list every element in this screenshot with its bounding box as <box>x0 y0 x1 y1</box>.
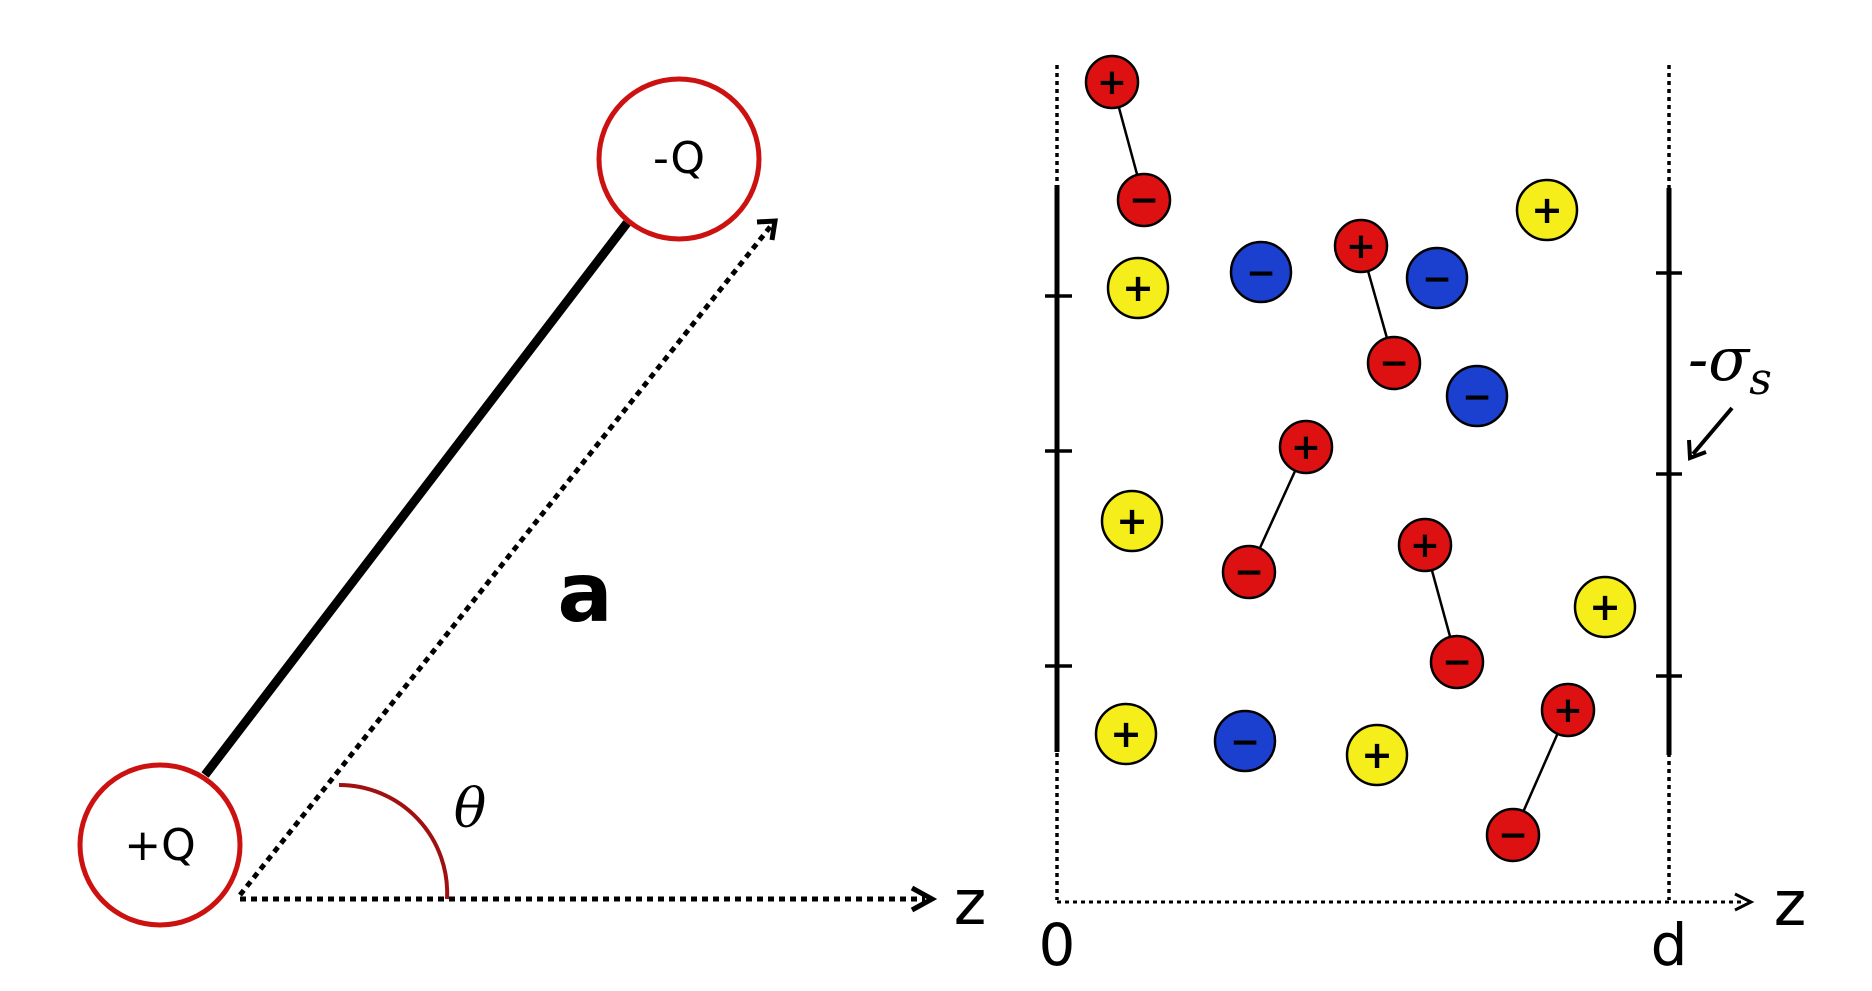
dipole-z-axis-label: z <box>954 866 987 939</box>
cation <box>1515 178 1579 242</box>
minus-sign: − <box>1234 552 1264 593</box>
surface-charge-arrowhead <box>1687 439 1707 461</box>
dipole-positive-end <box>1278 419 1334 475</box>
negative-charge-ring <box>596 76 762 242</box>
plus-sign: + <box>1410 525 1440 566</box>
plus-sign: + <box>1346 226 1376 267</box>
dipole-positive-end <box>1540 682 1596 738</box>
plus-sign: + <box>1110 712 1142 756</box>
dipole-panel: -Q +Q a θ z <box>77 76 987 939</box>
plus-sign: + <box>1097 62 1127 103</box>
plus-sign: + <box>1116 499 1148 543</box>
anion <box>1445 364 1509 428</box>
positive-charge-label: +Q <box>124 820 196 871</box>
svg-text:-σs: -σs <box>1688 325 1772 405</box>
angle-arc <box>338 782 450 900</box>
cation <box>1345 723 1409 787</box>
slab-z-axis-arrowhead <box>1734 892 1755 912</box>
slab-panel: z 0 d -σs <box>1039 54 1807 979</box>
dipole-negative-end <box>1485 807 1541 863</box>
minus-sign: − <box>1498 815 1528 856</box>
dipole-positive-end <box>1397 517 1453 573</box>
surface-charge-label: -σs <box>1688 325 1772 405</box>
dipole-positive-end <box>1084 54 1140 110</box>
plus-sign: + <box>1361 733 1393 777</box>
anion <box>1229 240 1293 304</box>
minus-sign: − <box>1422 259 1452 300</box>
negative-charge-label: -Q <box>653 133 705 184</box>
minus-sign: − <box>1129 180 1159 221</box>
dipole-length-label: a <box>557 546 612 641</box>
minus-sign: − <box>1246 253 1276 294</box>
slab-left-position-label: 0 <box>1039 911 1076 979</box>
angle-label: θ <box>454 777 487 840</box>
minus-sign: − <box>1462 377 1492 418</box>
plus-sign: + <box>1531 188 1563 232</box>
cation <box>1100 489 1164 553</box>
anion <box>1405 246 1469 310</box>
cation <box>1573 575 1637 639</box>
plus-sign: + <box>1553 690 1583 731</box>
dipole-negative-end <box>1366 335 1422 391</box>
cation <box>1106 256 1170 320</box>
dipole-vector-arrowhead <box>756 218 778 241</box>
anion <box>1213 709 1277 773</box>
minus-sign: − <box>1230 722 1260 763</box>
dipole-z-axis-arrowhead <box>910 885 938 913</box>
surface-charge-symbol: -σ <box>1688 325 1751 395</box>
slab-right-position-label: d <box>1651 911 1688 979</box>
minus-sign: − <box>1379 343 1409 384</box>
dipole-negative-end <box>1221 544 1277 600</box>
dipole-vector-a <box>238 220 776 897</box>
dipole-rod <box>201 220 631 778</box>
cation <box>1094 702 1158 766</box>
surface-charge-arrow <box>1691 406 1734 456</box>
surface-charge-subscript: s <box>1749 354 1772 405</box>
positive-charge-ring <box>77 762 243 928</box>
dipole-negative-end <box>1429 634 1485 690</box>
plus-sign: + <box>1122 266 1154 310</box>
plus-sign: + <box>1291 427 1321 468</box>
slab-z-axis-label: z <box>1774 867 1807 940</box>
dipole-positive-end <box>1333 218 1389 274</box>
plus-sign: + <box>1589 585 1621 629</box>
dipole-negative-end <box>1116 172 1172 228</box>
minus-sign: − <box>1442 642 1472 683</box>
